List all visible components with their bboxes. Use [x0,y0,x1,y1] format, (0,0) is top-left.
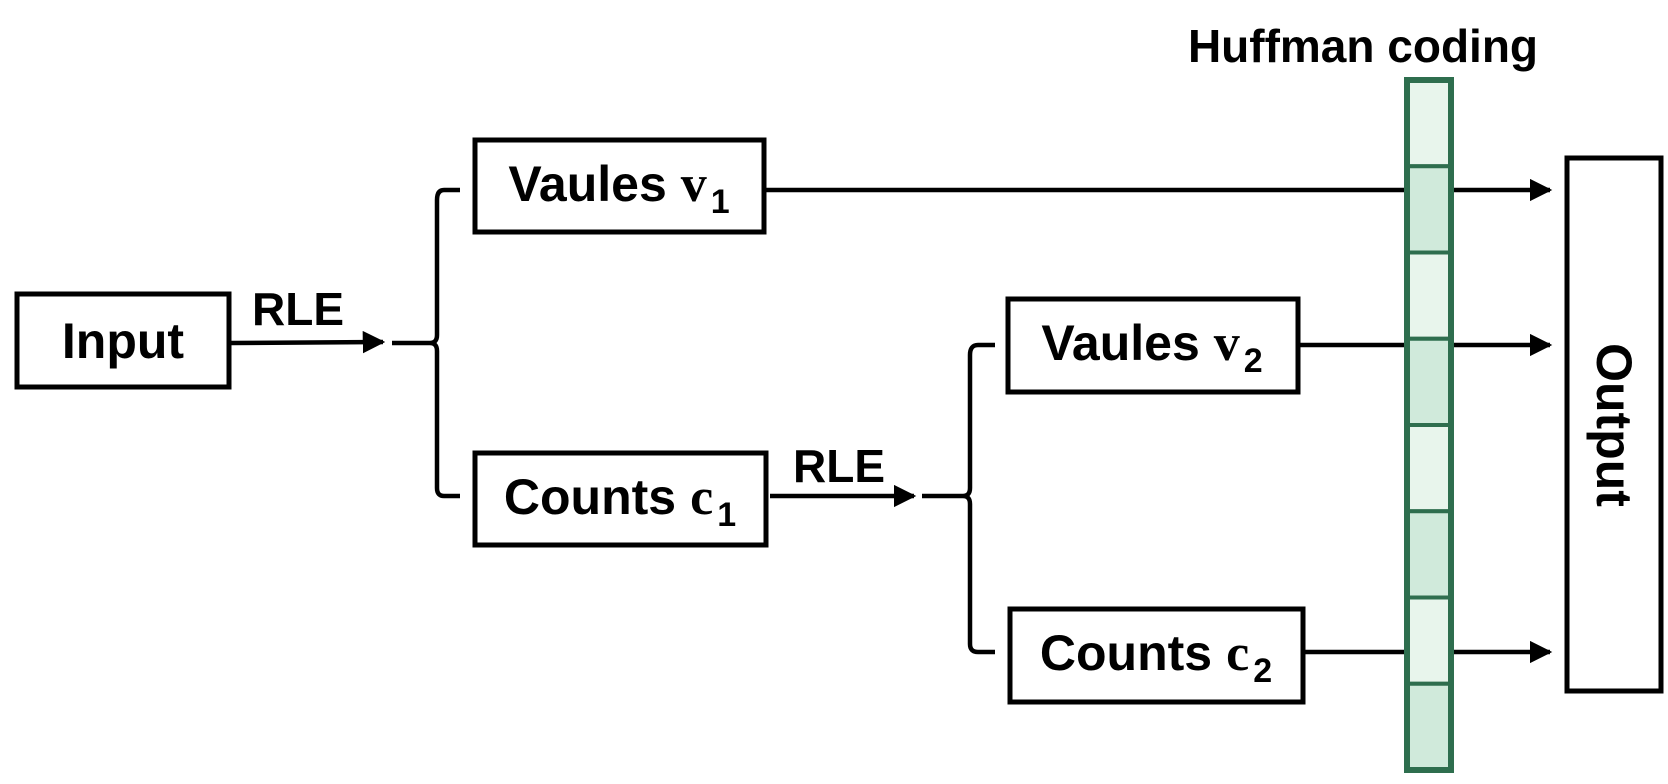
huffman-cell [1405,423,1453,514]
counts-c2-node: Counts c 2 [1007,606,1306,705]
rle-label-1: RLE [252,283,344,335]
huffman-cell [1405,336,1453,427]
counts-c1-node: Counts c 1 [472,450,769,548]
counts-c2-label: Counts c 2 [1040,625,1272,690]
huffman-cell [1405,250,1453,341]
values-v1-label: Vaules v 1 [508,156,729,221]
input-rle-arrow [230,330,386,354]
input-label: Input [62,313,185,369]
split-brace-1 [392,187,460,499]
huffman-cell [1405,595,1453,686]
huffman-column-outline [1404,77,1454,773]
counts-c1-label: Counts c 1 [504,469,736,534]
split-brace-2 [922,342,995,655]
huffman-cell [1405,164,1453,255]
values-v2-node: Vaules v 2 [1005,296,1301,395]
input-node: Input [14,291,232,390]
output-node: Output [1564,155,1664,694]
output-label: Output [1586,343,1642,507]
huffman-cell [1405,509,1453,600]
rle-label-2: RLE [793,440,885,492]
huffman-cell [1405,78,1453,169]
huffman-coding-column [1404,77,1454,773]
huffman-coding-label: Huffman coding [1188,20,1538,72]
connectors [230,178,1553,664]
huffman-cell [1405,681,1453,772]
values-v2-label: Vaules v 2 [1041,315,1262,380]
values-v1-node: Vaules v 1 [472,137,767,235]
